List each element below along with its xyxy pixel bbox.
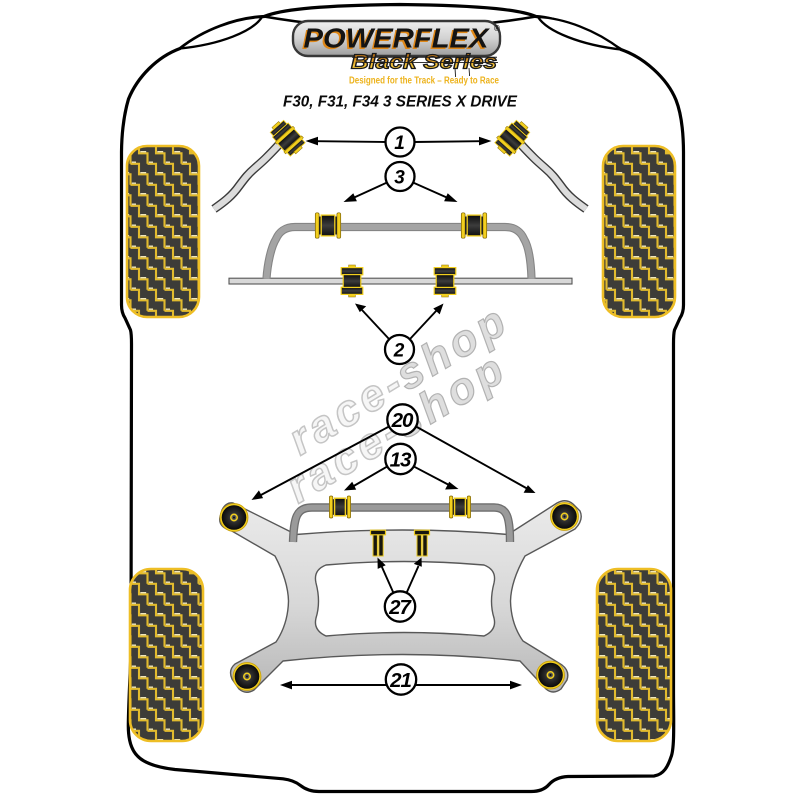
svg-text:13: 13	[390, 448, 412, 471]
svg-text:F30, F31, F34 3 SERIES X DRIVE: F30, F31, F34 3 SERIES X DRIVE	[283, 94, 517, 111]
svg-text:Black Series: Black Series	[351, 51, 497, 74]
svg-text:27: 27	[388, 596, 412, 619]
svg-text:POWERFLEX: POWERFLEX	[302, 24, 489, 55]
svg-text:®: ®	[494, 24, 500, 33]
svg-text:Designed for the Track – Ready: Designed for the Track – Ready to Race	[349, 76, 499, 87]
svg-text:3: 3	[394, 167, 405, 188]
svg-text:1: 1	[394, 133, 405, 154]
svg-text:20: 20	[391, 409, 414, 432]
svg-text:2: 2	[393, 340, 405, 361]
svg-text:21: 21	[389, 669, 411, 692]
svg-text:POWERFLEX: POWERFLEX	[304, 23, 491, 54]
